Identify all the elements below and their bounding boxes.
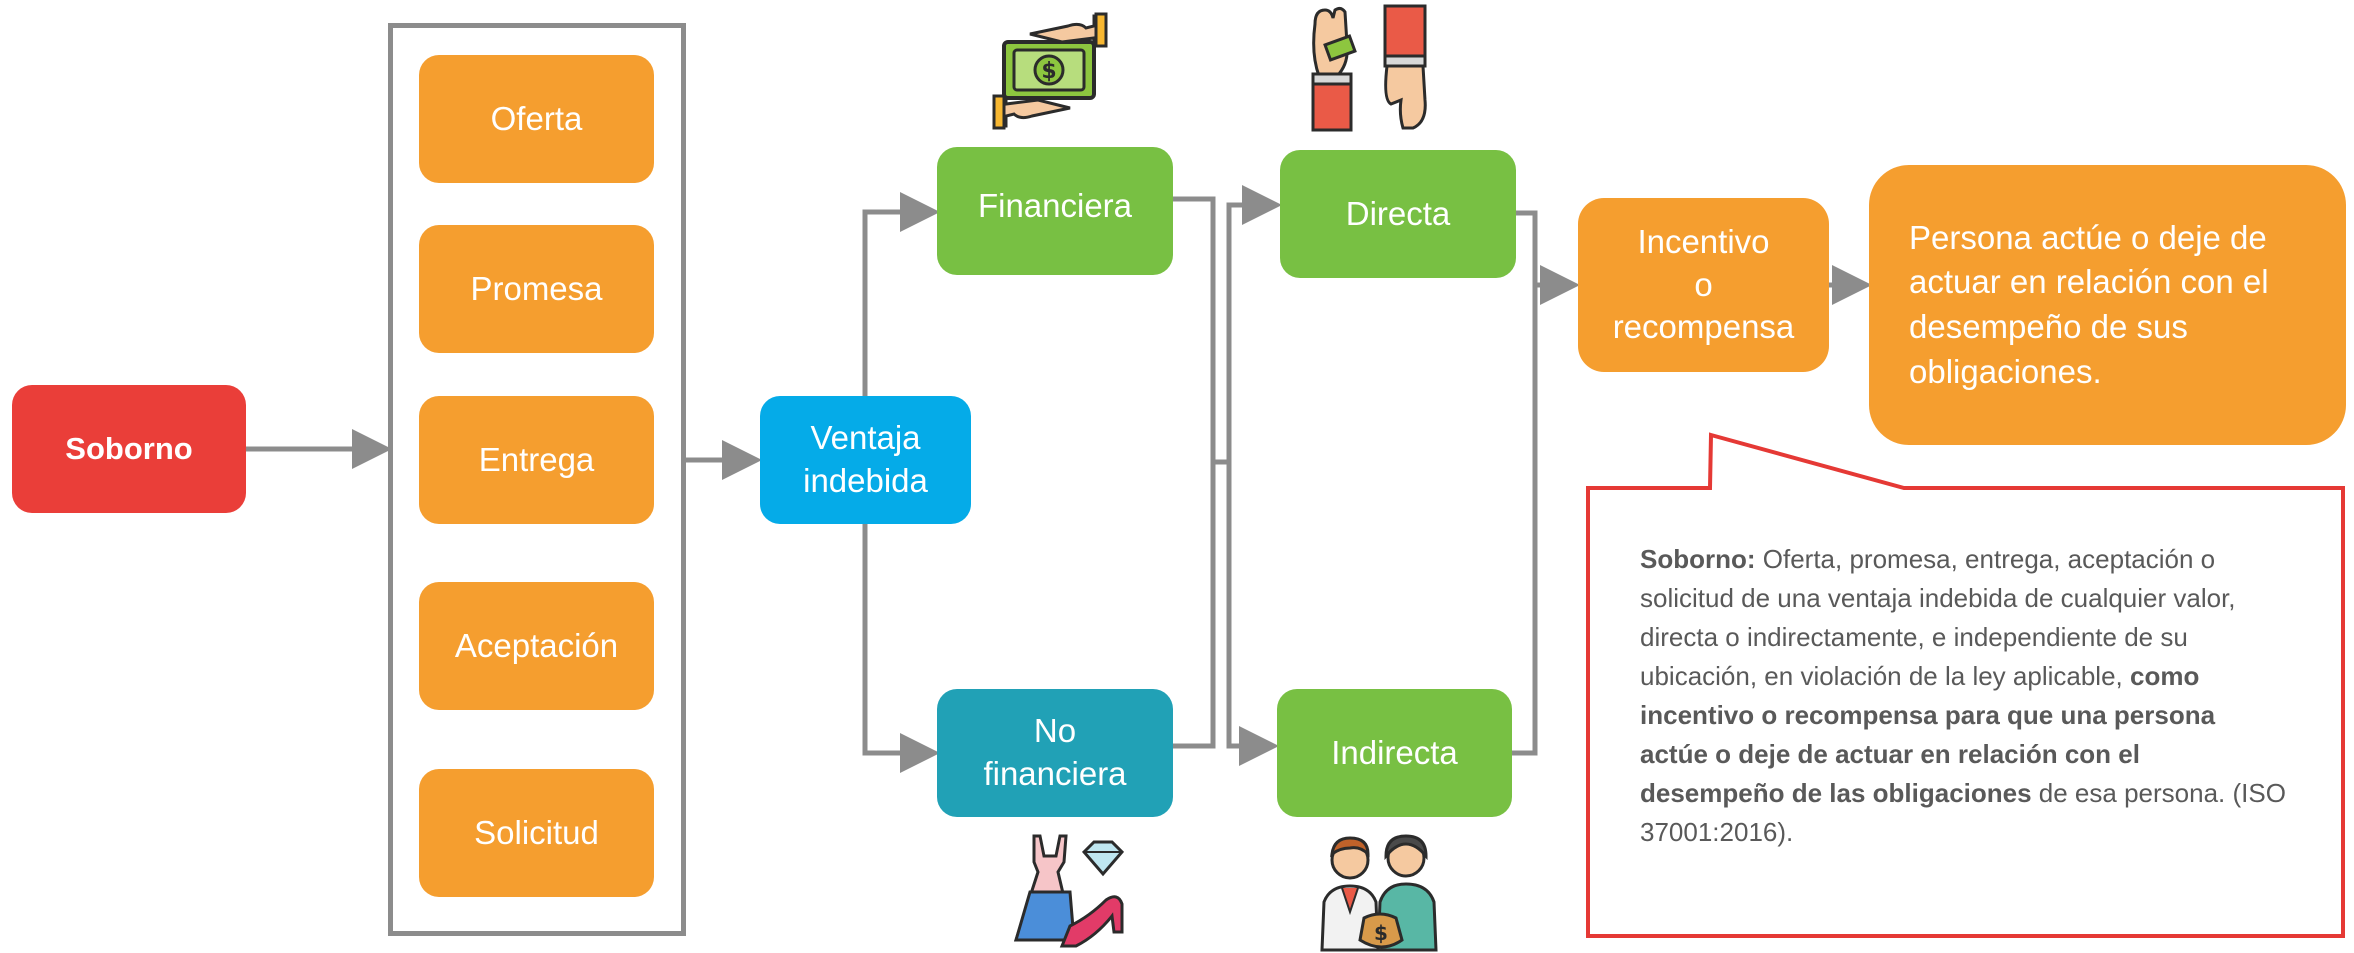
ventaja-label-line2: indebida [803,462,928,499]
arrow-to-directa [1226,185,1282,462]
svg-text:$: $ [1374,921,1388,945]
incentivo-line1: Incentivo [1637,222,1770,260]
indirecta-node: Indirecta [1277,689,1512,817]
financiera-label: Financiera [977,187,1133,224]
callout-outline [1586,432,2345,938]
solicitud-label: Solicitud [474,813,599,851]
callout-text-2: de esa persona. (ISO 37001:2016). [1640,778,2286,847]
svg-text:$: $ [1041,59,1056,84]
no-financiera-line2: financiera [983,755,1127,792]
promesa-label: Promesa [470,269,603,307]
bribe-handshake-icon [1311,4,1427,132]
incentivo-node: Incentivo o recompensa [1578,198,1829,372]
soborno-label: Soborno [65,430,193,466]
oferta-label: Oferta [490,99,583,137]
incentivo-line3: recompensa [1612,308,1795,346]
persona-node: Persona actúe o deje de actuar en relaci… [1869,165,2346,445]
promesa-node: Promesa [419,225,654,353]
aceptacion-node: Aceptación [419,582,654,710]
financiera-node: Financiera [937,147,1173,275]
indirecta-label: Indirecta [1331,733,1458,771]
money-exchange-icon: $ [992,12,1108,130]
ventaja-indebida-node: Ventaja indebida [760,396,971,524]
actions-group-frame [388,23,686,936]
ventaja-label-line1: Ventaja [810,419,921,457]
entrega-label: Entrega [478,440,595,478]
callout-term: Soborno: [1640,544,1756,574]
dress-jewelry-icon [1013,834,1125,948]
connector-directa [1512,210,1538,756]
money-bag-people-icon: $ [1320,834,1438,952]
no-financiera-node: No financiera [937,689,1173,817]
incentivo-line2: o [1694,265,1713,303]
callout-text-1: Oferta, promesa, entrega, aceptación o s… [1640,544,2236,691]
soborno-node: Soborno [12,385,246,513]
directa-node: Directa [1280,150,1516,278]
connector-nofinanciera [1173,462,1216,749]
persona-label: Persona actúe o deje de actuar en relaci… [1909,218,2269,390]
arrow-ventaja-financiera [862,192,940,396]
arrow-to-indirecta [1226,462,1279,766]
definition-callout: Soborno: Oferta, promesa, entrega, acept… [1640,540,2290,852]
arrow-ventaja-nofinanciera [862,524,940,773]
entrega-node: Entrega [419,396,654,524]
connector-financiera [1173,196,1229,465]
aceptacion-label: Aceptación [454,626,619,664]
no-financiera-line1: No [1033,712,1077,750]
directa-label: Directa [1345,194,1451,232]
solicitud-node: Solicitud [419,769,654,897]
oferta-node: Oferta [419,55,654,183]
callout-bold-text: como incentivo o recompensa para que una… [1640,661,2216,808]
